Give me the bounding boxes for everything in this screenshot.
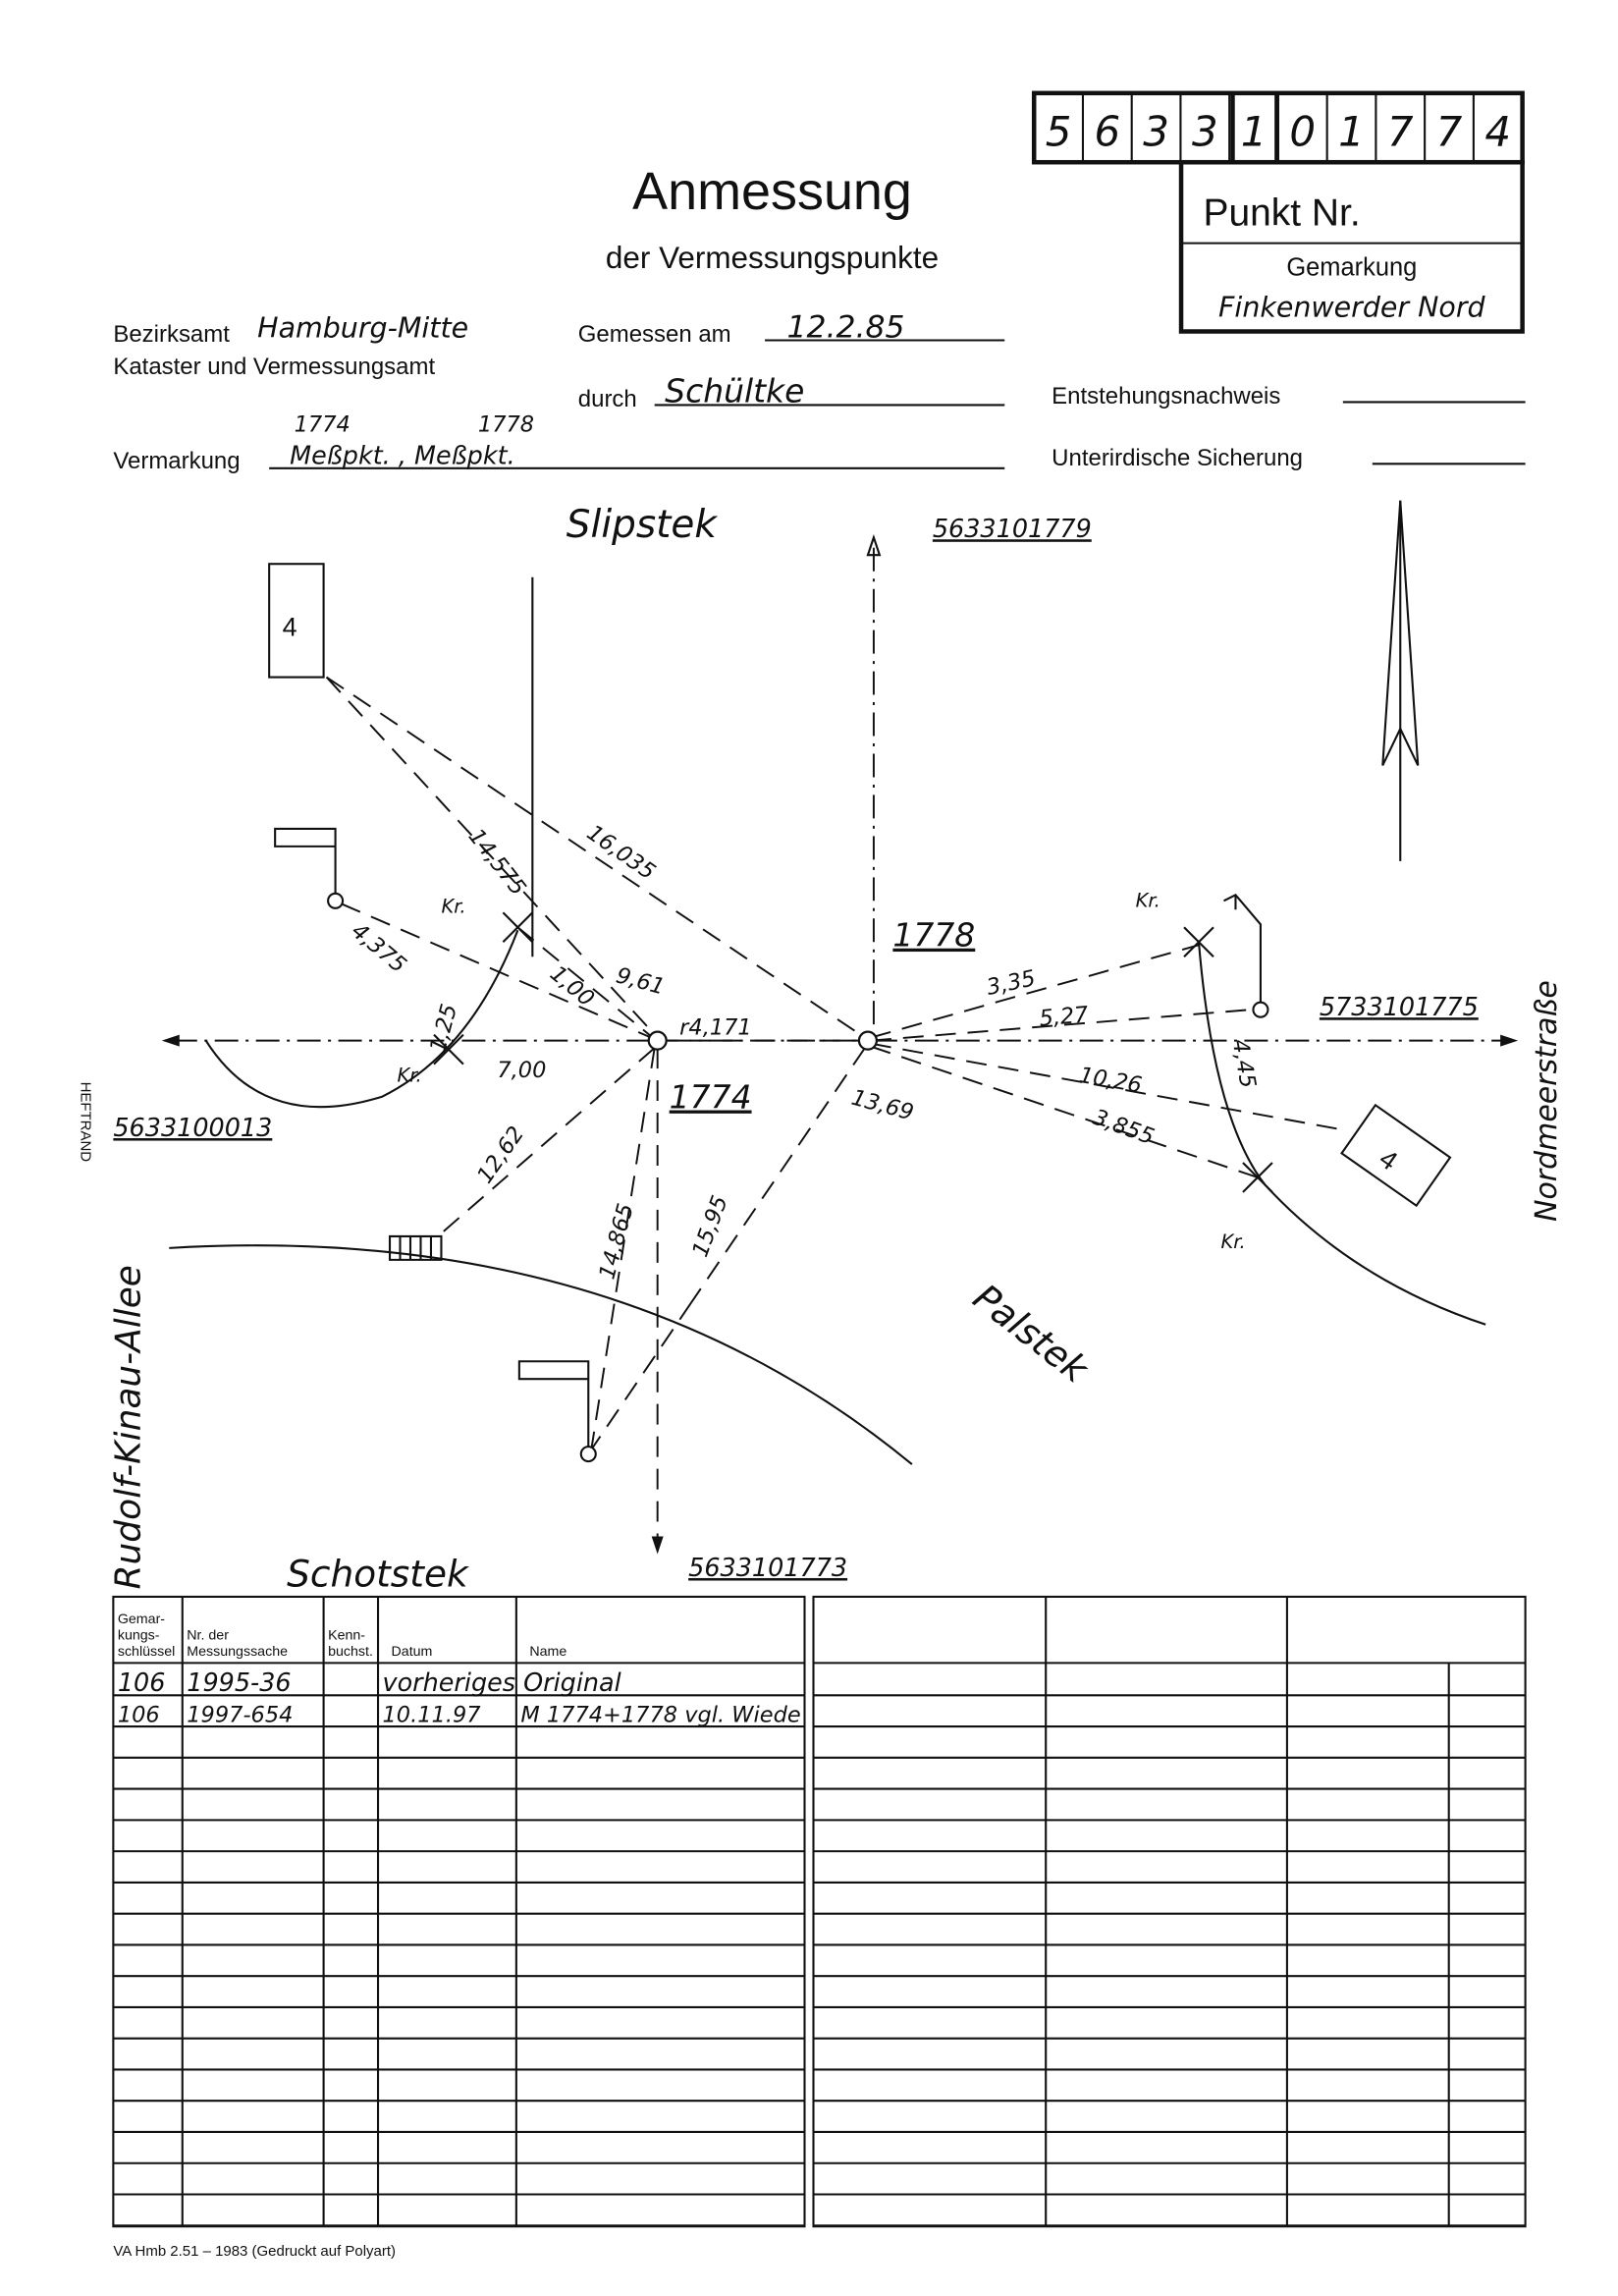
measurement-label: 1,00 [545, 960, 599, 1011]
label-1774: 1774 [670, 1078, 752, 1117]
street-bottom: Schotstek [287, 1552, 469, 1595]
label-1778: 1778 [892, 916, 975, 955]
table-cell-nr: 1997-654 [187, 1703, 293, 1728]
measurement-label: 3,855 [1090, 1105, 1158, 1150]
measurement-label: 5,27 [1038, 1002, 1090, 1031]
street-right: Nordmeerstraße [1530, 980, 1564, 1222]
gemarkung-label: Gemarkung [1286, 254, 1417, 282]
entstehung-label: Entstehungsnachweis [1052, 383, 1280, 410]
measurement-label: 4,375 [347, 918, 411, 978]
vermarkung-num1: 1774 [295, 411, 351, 437]
punkt-digit: 1 [1338, 108, 1365, 156]
punkt-digit: 7 [1387, 108, 1414, 156]
kr-label: Kr. [1220, 1230, 1245, 1253]
punkt-digit: 1 [1241, 108, 1267, 156]
sicherung-label: Unterirdische Sicherung [1052, 445, 1303, 471]
point-1774 [647, 1030, 668, 1051]
measurement-label: 9,61 [614, 962, 668, 1000]
point-right: 5733101775 [1320, 993, 1479, 1022]
table-cell-gemarkung: 106 [118, 1668, 166, 1698]
page-title: Anmessung [632, 162, 912, 221]
heftrand-label: HEFTRAND [77, 1082, 93, 1163]
punkt-digit: 6 [1094, 108, 1120, 156]
vermarkung-num2: 1778 [478, 411, 534, 437]
table-cell-name: M 1774+1778 vgl. Wiede [520, 1703, 800, 1728]
point-left: 5633100013 [113, 1114, 272, 1143]
measurement-label: 13,69 [848, 1085, 916, 1126]
table-cell-datum: vorheriges Original [383, 1668, 621, 1698]
measurement-label: 16,035 [582, 820, 660, 885]
table-cell-nr: 1995-36 [187, 1668, 291, 1698]
street-top: Slipstek [566, 503, 719, 547]
bezirksamt-label: Bezirksamt [113, 321, 230, 348]
point-1778 [857, 1030, 879, 1051]
durch-value: Schültke [665, 371, 804, 410]
kr-label: Kr. [441, 895, 465, 917]
measurement-label: 10,26 [1077, 1063, 1144, 1099]
measurement-label: 12,62 [472, 1121, 529, 1188]
street-left: Rudolf-Kinau-Allee [108, 1265, 148, 1589]
table-cell-gemarkung: 106 [118, 1703, 160, 1728]
punkt-digit: 3 [1192, 108, 1218, 156]
kr-label: Kr. [398, 1065, 422, 1087]
durch-label: durch [578, 386, 637, 412]
measurement-table: Gemar-kungs-schlüssel Nr. derMessungssach… [112, 1595, 1527, 2228]
measurement-label: 14,865 [594, 1201, 638, 1283]
kataster-label: Kataster und Vermessungsamt [113, 354, 435, 380]
punkt-digit: 4 [1484, 108, 1511, 156]
gemessen-label: Gemessen am [578, 321, 731, 348]
table-header: Gemar- [118, 1612, 165, 1627]
measurement-label: 7,00 [497, 1058, 546, 1083]
street-diagonal: Palstek [965, 1276, 1097, 1392]
punkt-digit: 5 [1046, 108, 1072, 156]
punkt-digit: 0 [1289, 108, 1316, 156]
building-number: 4 [1374, 1143, 1402, 1175]
footer-note: VA Hmb 2.51 – 1983 (Gedruckt auf Polyart… [113, 2243, 396, 2260]
vermarkung-label: Vermarkung [113, 448, 240, 474]
table-header: schlüssel [118, 1644, 175, 1660]
building-number: 4 [283, 613, 297, 642]
bezirksamt-value: Hamburg-Mitte [257, 312, 468, 345]
kr-label: Kr. [1136, 889, 1160, 911]
punkt-box: Punkt Nr. Gemarkung Finkenwerder Nord [1178, 159, 1525, 334]
punkt-digit: 3 [1143, 108, 1169, 156]
vermarkung-value: Meßpkt. , Meßpkt. [290, 441, 515, 470]
measurement-label: 4,45 [1227, 1037, 1261, 1090]
label-r: r4,171 [679, 1015, 752, 1041]
building [268, 563, 325, 679]
punkt-label: Punkt Nr. [1204, 192, 1361, 235]
table-header: Messungssache [187, 1644, 288, 1660]
point-top: 5633101779 [933, 515, 1092, 544]
gemarkung-value: Finkenwerder Nord [1218, 292, 1485, 324]
page-subtitle: der Vermessungspunkte [606, 241, 939, 275]
measurement-label: 1,25 [425, 1002, 462, 1056]
table-header: Datum [392, 1644, 433, 1660]
measurement-label: 3,35 [985, 965, 1038, 1001]
table-header: kungs- [118, 1627, 160, 1643]
measurement-label: 14,575 [463, 824, 531, 901]
table-header: buchst. [328, 1644, 373, 1660]
table-header: Name [529, 1644, 566, 1660]
survey-sketch: Slipstek Schotstek Palstek Nordmeerstraß… [77, 500, 1564, 1595]
table-header: Nr. der [187, 1627, 229, 1643]
table-cell-datum: 10.11.97 [383, 1703, 482, 1728]
table-header: Kenn- [328, 1627, 365, 1643]
punkt-digit: 7 [1436, 108, 1463, 156]
point-bottom: 5633101773 [688, 1554, 847, 1583]
